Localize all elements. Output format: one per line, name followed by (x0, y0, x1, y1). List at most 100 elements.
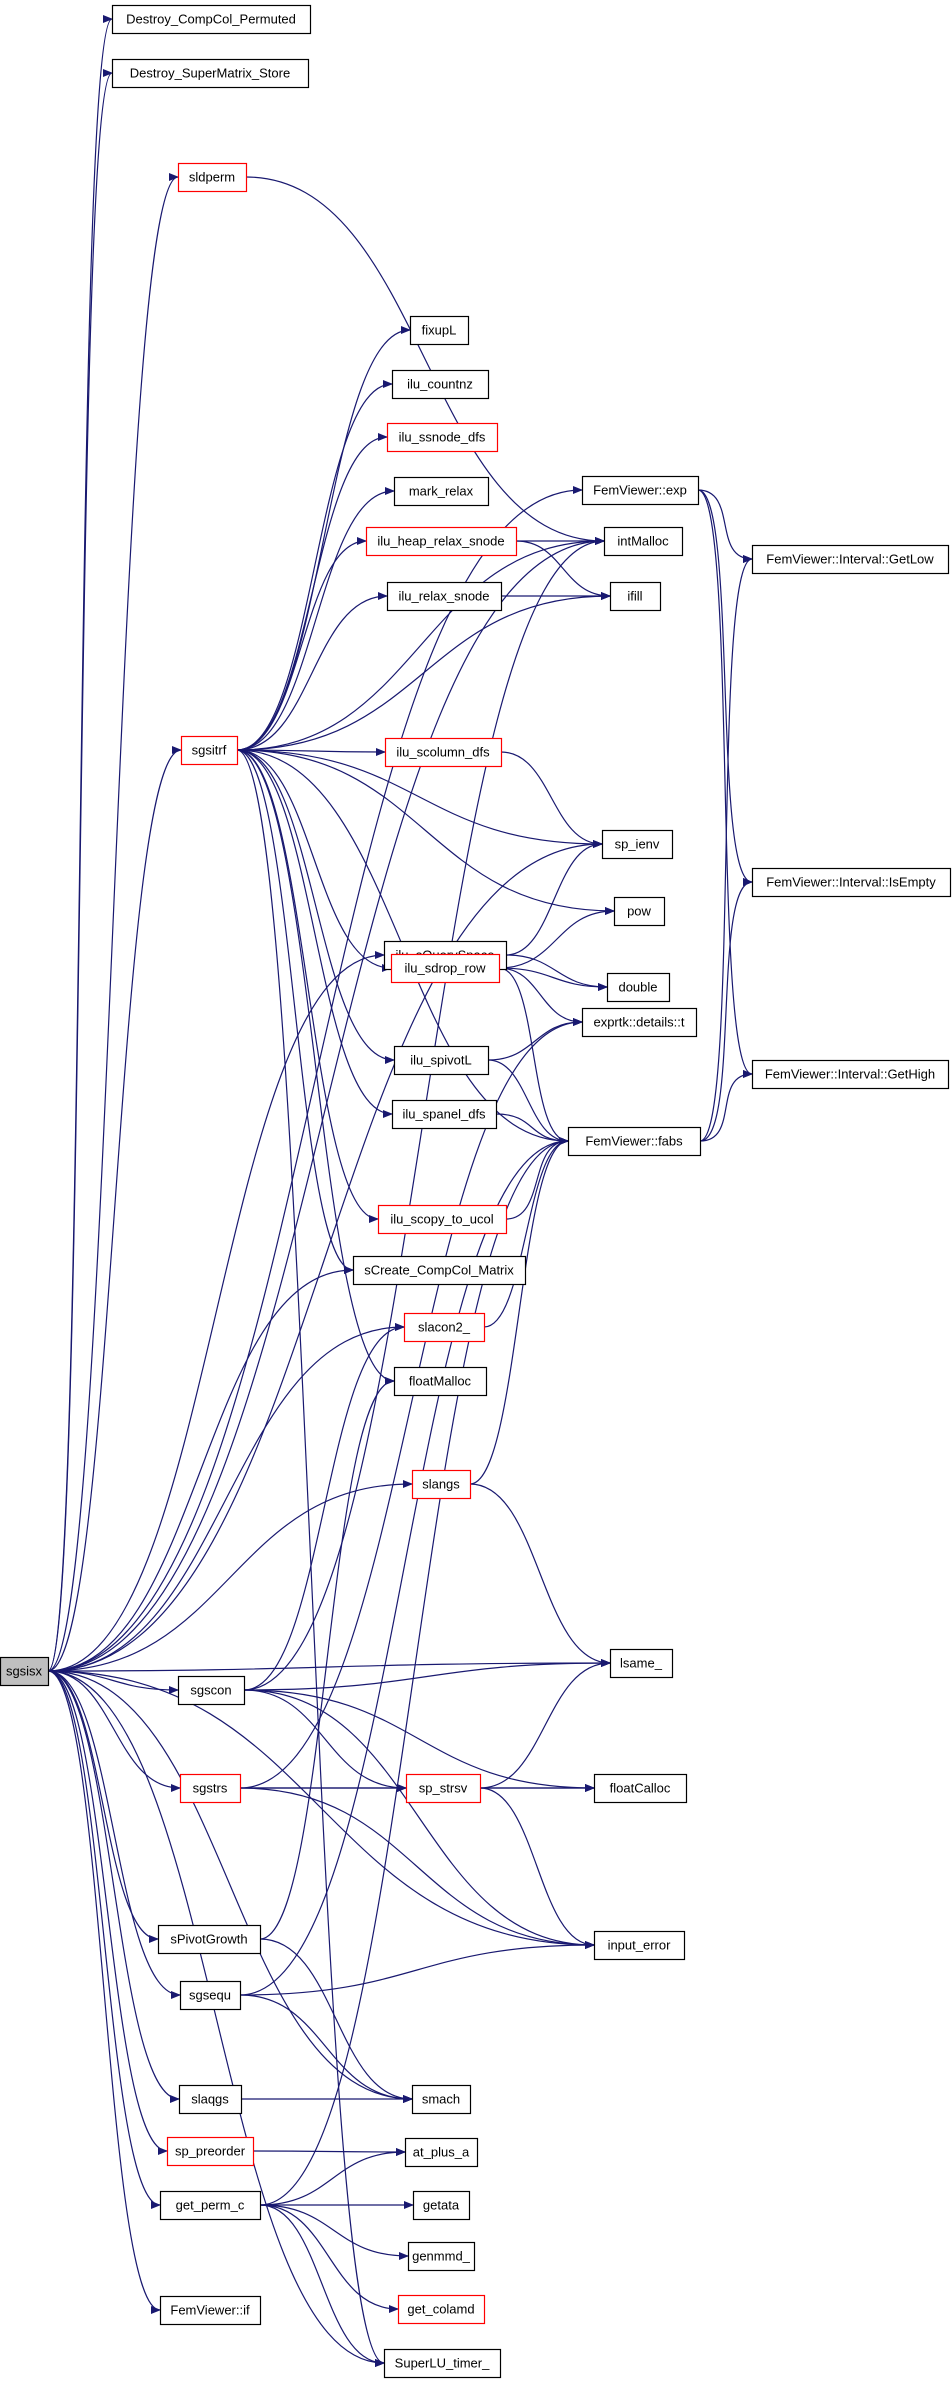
node-femviewer-fabs[interactable]: FemViewer::fabs (567, 1126, 702, 1157)
node-box[interactable] (0, 1656, 50, 1687)
node-ilu-relax-snode[interactable]: ilu_relax_snode (386, 581, 503, 612)
node-box[interactable] (391, 369, 490, 400)
node-box[interactable] (405, 1773, 482, 1804)
node-ilu-spivotl[interactable]: ilu_spivotL (393, 1045, 490, 1076)
node-box[interactable] (384, 737, 503, 768)
node-box[interactable] (179, 1980, 242, 2011)
node-box[interactable] (751, 544, 950, 575)
node-box[interactable] (393, 1045, 490, 1076)
node-box[interactable] (383, 2348, 502, 2379)
node-pow[interactable]: pow (613, 896, 666, 927)
node-box[interactable] (603, 526, 684, 557)
node-box[interactable] (393, 476, 490, 507)
node-floatcalloc[interactable]: floatCalloc (593, 1773, 688, 1804)
node-box[interactable] (751, 867, 952, 898)
node-box[interactable] (411, 2084, 472, 2115)
edge-sgsitrf-to-ilu_spivotl (236, 749, 395, 1064)
node-spivotgrowth[interactable]: sPivotGrowth (157, 1924, 262, 1955)
node-box[interactable] (178, 2084, 243, 2115)
node-destroy-compcol-permuted[interactable]: Destroy_CompCol_Permuted (111, 4, 312, 35)
node-box[interactable] (613, 896, 666, 927)
node-box[interactable] (609, 581, 662, 612)
node-destroy-supermatrix-store[interactable]: Destroy_SuperMatrix_Store (111, 58, 310, 89)
node-double[interactable]: double (606, 972, 671, 1003)
node-sgsitrf[interactable]: sgsitrf (180, 735, 239, 766)
node-screate-compcol-matrix[interactable]: sCreate_CompCol_Matrix (352, 1255, 527, 1286)
node-box[interactable] (177, 1675, 246, 1706)
node-box[interactable] (397, 2294, 486, 2325)
node-box[interactable] (581, 475, 700, 506)
node-box[interactable] (404, 2137, 479, 2168)
node-interval-isempty[interactable]: FemViewer::Interval::IsEmpty (751, 867, 952, 898)
node-box[interactable] (403, 1312, 486, 1343)
node-get-perm-c[interactable]: get_perm_c (159, 2190, 262, 2221)
node-box[interactable] (159, 2190, 262, 2221)
node-femviewer-exp[interactable]: FemViewer::exp (581, 475, 700, 506)
node-superlu-timer[interactable]: SuperLU_timer_ (383, 2348, 502, 2379)
node-box[interactable] (386, 581, 503, 612)
node-box[interactable] (179, 1773, 242, 1804)
node-box[interactable] (393, 1366, 488, 1397)
node-ilu-heap-relax-snode[interactable]: ilu_heap_relax_snode (365, 526, 518, 557)
node-ifill[interactable]: ifill (609, 581, 662, 612)
node-input-error[interactable]: input_error (593, 1930, 686, 1961)
node-sldperm[interactable]: sldperm (177, 162, 248, 193)
node-box[interactable] (180, 735, 239, 766)
node-fixupl[interactable]: fixupL (409, 315, 470, 346)
node-slaqgs[interactable]: slaqgs (178, 2084, 243, 2115)
node-slacon2[interactable]: slacon2_ (403, 1312, 486, 1343)
node-box[interactable] (177, 162, 248, 193)
node-box[interactable] (412, 2190, 471, 2221)
node-sp-preorder[interactable]: sp_preorder (166, 2136, 255, 2167)
node-box[interactable] (391, 1099, 498, 1130)
node-box[interactable] (111, 4, 312, 35)
node-ilu-sdrop-row[interactable]: ilu_sdrop_row (390, 953, 501, 984)
node-box[interactable] (390, 953, 501, 984)
node-sgscon[interactable]: sgscon (177, 1675, 246, 1706)
node-ilu-scopy-to-ucol[interactable]: ilu_scopy_to_ucol (377, 1204, 508, 1235)
node-interval-getlow[interactable]: FemViewer::Interval::GetLow (751, 544, 950, 575)
node-mark-relax[interactable]: mark_relax (393, 476, 490, 507)
node-ilu-ssnode-dfs[interactable]: ilu_ssnode_dfs (386, 422, 499, 453)
node-box[interactable] (386, 422, 499, 453)
node-intmalloc[interactable]: intMalloc (603, 526, 684, 557)
node-box[interactable] (581, 1007, 698, 1038)
node-box[interactable] (601, 829, 674, 860)
node-box[interactable] (609, 1648, 674, 1679)
node-box[interactable] (409, 315, 470, 346)
node-sp-strsv[interactable]: sp_strsv (405, 1773, 482, 1804)
node-box[interactable] (606, 972, 671, 1003)
node-ilu-scolumn-dfs[interactable]: ilu_scolumn_dfs (384, 737, 503, 768)
node-femviewer-if[interactable]: FemViewer::if (159, 2295, 262, 2326)
node-sgsisx[interactable]: sgsisx (0, 1656, 50, 1687)
node-genmmd[interactable]: genmmd_ (407, 2241, 476, 2272)
node-box[interactable] (365, 526, 518, 557)
node-box[interactable] (567, 1126, 702, 1157)
node-box[interactable] (157, 1924, 262, 1955)
node-slangs[interactable]: slangs (411, 1469, 472, 1500)
node-sgsequ[interactable]: sgsequ (179, 1980, 242, 2011)
node-box[interactable] (377, 1204, 508, 1235)
edge-sgsitrf-to-ilu_heap_relax_snode (236, 537, 367, 751)
node-exprtk-details-t[interactable]: exprtk::details::t (581, 1007, 698, 1038)
node-box[interactable] (159, 2295, 262, 2326)
node-sgstrs[interactable]: sgstrs (179, 1773, 242, 1804)
node-get-colamd[interactable]: get_colamd (397, 2294, 486, 2325)
node-interval-gethigh[interactable]: FemViewer::Interval::GetHigh (751, 1059, 950, 1090)
node-ilu-spanel-dfs[interactable]: ilu_spanel_dfs (391, 1099, 498, 1130)
node-box[interactable] (407, 2241, 476, 2272)
node-box[interactable] (166, 2136, 255, 2167)
node-box[interactable] (593, 1930, 686, 1961)
node-at-plus-a[interactable]: at_plus_a (404, 2137, 479, 2168)
node-box[interactable] (593, 1773, 688, 1804)
node-ilu-countnz[interactable]: ilu_countnz (391, 369, 490, 400)
node-floatmalloc[interactable]: floatMalloc (393, 1366, 488, 1397)
node-box[interactable] (352, 1255, 527, 1286)
node-box[interactable] (751, 1059, 950, 1090)
node-smach[interactable]: smach (411, 2084, 472, 2115)
node-box[interactable] (111, 58, 310, 89)
node-lsame[interactable]: lsame_ (609, 1648, 674, 1679)
node-getata[interactable]: getata (412, 2190, 471, 2221)
node-sp-ienv[interactable]: sp_ienv (601, 829, 674, 860)
node-box[interactable] (411, 1469, 472, 1500)
